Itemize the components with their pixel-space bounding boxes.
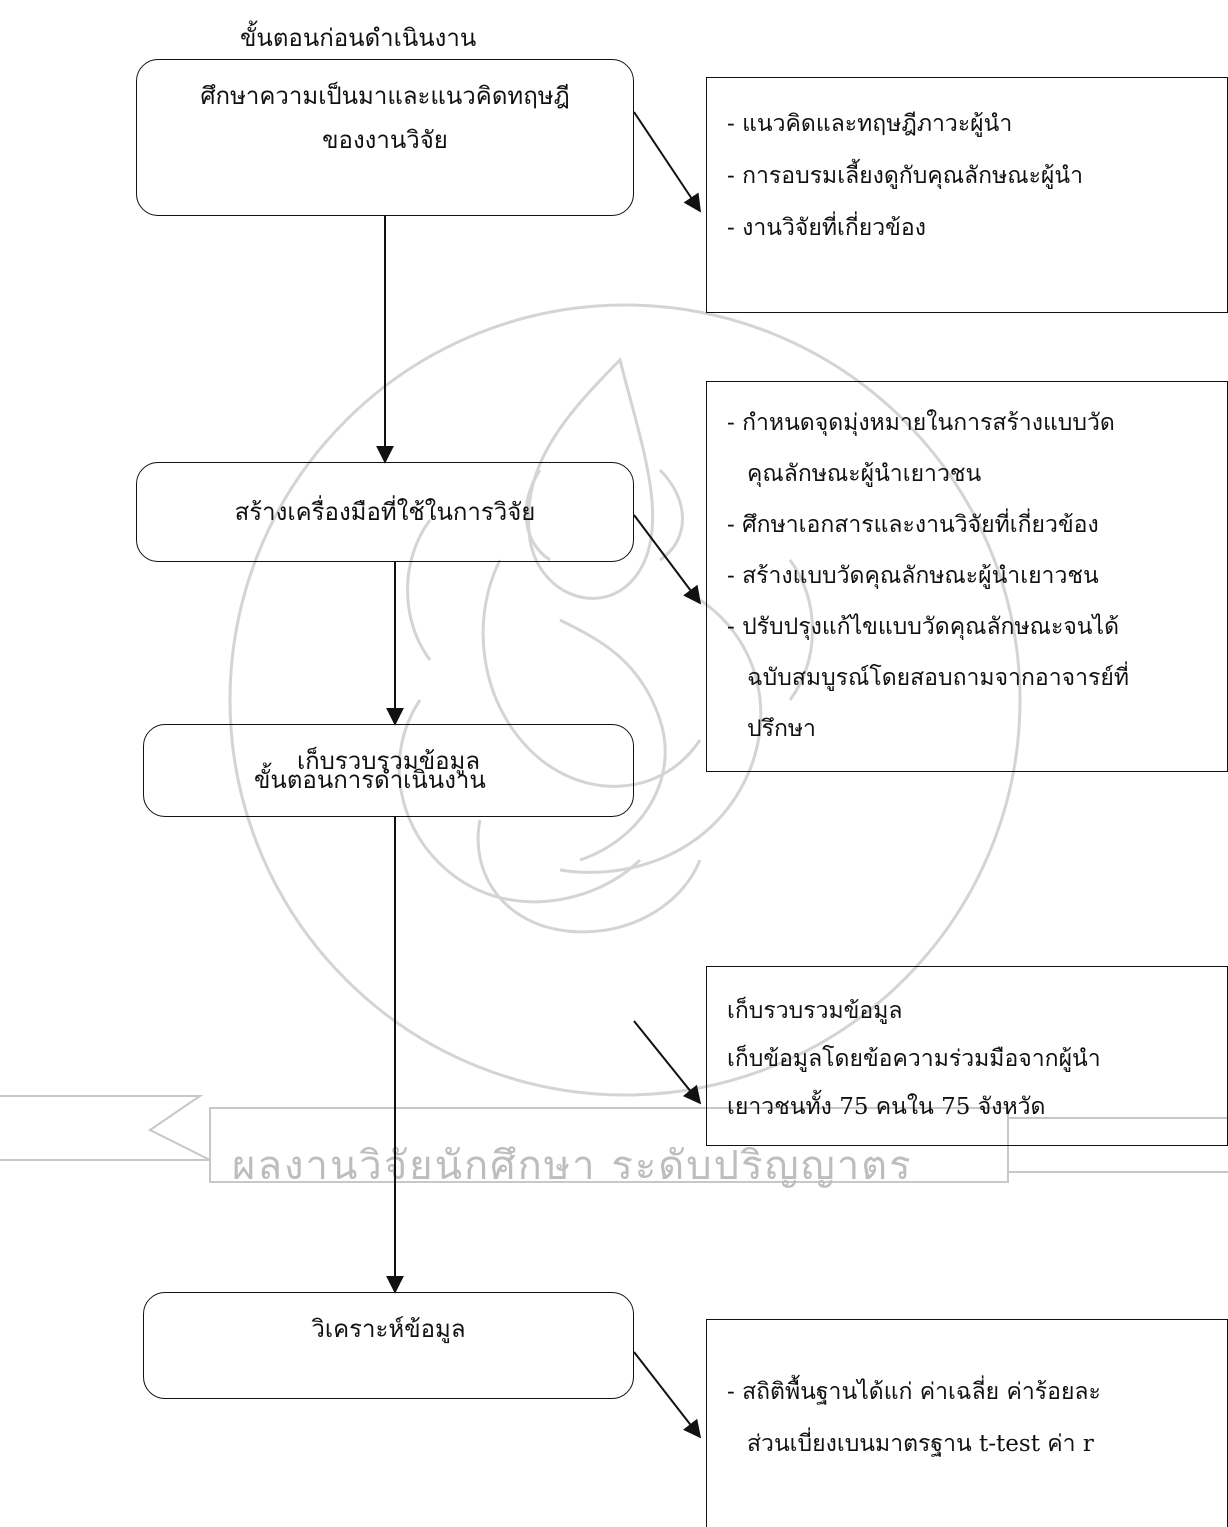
arrow-step4-to-note4 <box>633 1351 702 1439</box>
note-data-collection: เก็บรวบรวมข้อมูล เก็บข้อมูลโดยข้อความร่ว… <box>706 966 1228 1146</box>
note-line: - กำหนดจุดมุ่งหมายในการสร้างแบบวัด <box>727 410 1115 436</box>
step-build-instrument: สร้างเครื่องมือที่ใช้ในการวิจัย <box>136 462 634 562</box>
step-line: ศึกษาความเป็นมาและแนวคิดทฤษฎี <box>200 82 570 110</box>
note-line: - แนวคิดและทฤษฎีภาวะผู้นำ <box>727 111 1013 137</box>
note-line: ฉบับสมบูรณ์โดยสอบถามจากอาจารย์ที่ <box>747 665 1130 691</box>
note-line: คุณลักษณะผู้นำเยาวชน <box>747 461 982 487</box>
step-study-background: ศึกษาความเป็นมาและแนวคิดทฤษฎี ของงานวิจั… <box>136 59 634 216</box>
step-line: สร้างเครื่องมือที่ใช้ในการวิจัย <box>234 498 536 526</box>
step-line: ของงานวิจัย <box>322 126 448 154</box>
note-line: - การอบรมเลี้ยงดูกับคุณลักษณะผู้นำ <box>727 163 1084 189</box>
note-line: - สถิติพื้นฐานได้แก่ ค่าเฉลี่ย ค่าร้อยละ <box>727 1379 1101 1405</box>
arrow-step3-to-note3 <box>633 1020 702 1105</box>
note-line: ส่วนเบี่ยงเบนมาตรฐาน t-test ค่า r <box>747 1431 1094 1457</box>
note-line: เก็บข้อมูลโดยข้อความร่วมมือจากผู้นำ <box>727 1046 1101 1072</box>
note-theory-review: - แนวคิดและทฤษฎีภาวะผู้นำ - การอบรมเลี้ย… <box>706 77 1228 313</box>
note-statistics: - สถิติพื้นฐานได้แก่ ค่าเฉลี่ย ค่าร้อยละ… <box>706 1319 1228 1527</box>
note-instrument-steps: - กำหนดจุดมุ่งหมายในการสร้างแบบวัด คุณลั… <box>706 381 1228 772</box>
note-line: - ศึกษาเอกสารและงานวิจัยที่เกี่ยวข้อง <box>727 512 1099 538</box>
step-collect-data: เก็บรวบรวมข้อมูล <box>143 724 634 817</box>
note-line: เก็บรวบรวมข้อมูล <box>727 998 903 1024</box>
note-line: - สร้างแบบวัดคุณลักษณะผู้นำเยาวชน <box>727 563 1099 589</box>
step-analyze-data: วิเคราะห์ข้อมูล <box>143 1292 634 1399</box>
note-line: เยาวชนทั้ง 75 คนใน 75 จังหวัด <box>727 1094 1046 1120</box>
note-line: - ปรับปรุงแก้ไขแบบวัดคุณลักษณะจนได้ <box>727 614 1120 640</box>
arrow-step1-to-note1 <box>633 111 701 213</box>
arrow-step2-to-note2 <box>633 514 702 605</box>
note-line: ปรึกษา <box>747 716 816 742</box>
stage-label-before: ขั้นตอนก่อนดำเนินงาน <box>240 24 477 52</box>
note-line: - งานวิจัยที่เกี่ยวข้อง <box>727 215 926 241</box>
step-line: เก็บรวบรวมข้อมูล <box>296 747 481 775</box>
step-line: วิเคราะห์ข้อมูล <box>311 1315 466 1343</box>
